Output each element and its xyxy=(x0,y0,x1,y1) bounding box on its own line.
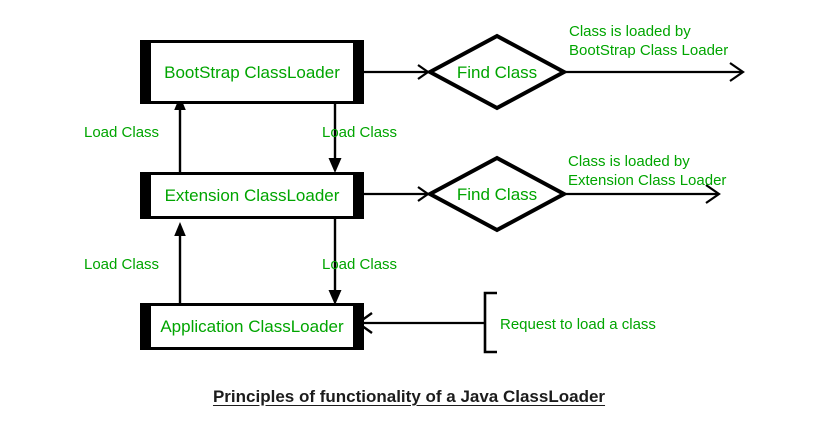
outcome-extension-result-line1: Class is loaded by xyxy=(568,153,690,170)
loader-box-bootstrap-label: BootStrap ClassLoader xyxy=(164,62,340,82)
arrow-extension-to-bootstrap xyxy=(174,96,186,172)
outcome-extension-result-line2: Extension Class Loader xyxy=(568,172,727,190)
loader-box-application-label: Application ClassLoader xyxy=(160,317,344,336)
edge-label-application-to-extension: Load Class xyxy=(84,256,160,273)
request-bracket xyxy=(483,291,497,354)
edge-label-extension-to-application: Load Class xyxy=(322,256,398,273)
loader-box-bootstrap[interactable]: BootStrap ClassLoader xyxy=(140,40,364,104)
arrow-request-to-application xyxy=(355,312,485,334)
loader-box-extension-label: Extension ClassLoader xyxy=(164,186,340,205)
decision-label-bootstrap: Find Class xyxy=(456,63,538,82)
arrow-extension-to-application xyxy=(328,218,342,305)
edge-label-bootstrap-to-extension: Load Class xyxy=(322,124,398,141)
outcome-extension-result: Class is loaded by Extension Class Loade… xyxy=(568,152,726,190)
arrow-extension-result xyxy=(564,184,721,204)
decision-label-extension: Find Class xyxy=(456,185,538,204)
diagram-caption: Principles of functionality of a Java Cl… xyxy=(212,387,606,406)
outcome-bootstrap-result-line1: Class is loaded by xyxy=(569,23,691,40)
outcome-bootstrap-result-line2: BootStrap Class Loader xyxy=(569,42,729,60)
arrow-extension-to-find-class xyxy=(364,186,430,202)
arrow-application-to-extension xyxy=(174,222,186,304)
loader-box-extension[interactable]: Extension ClassLoader xyxy=(140,172,364,219)
arrow-bootstrap-to-find-class xyxy=(364,64,430,80)
edge-label-extension-to-bootstrap: Load Class xyxy=(84,124,160,141)
request-note-label: Request to load a class xyxy=(500,316,656,333)
arrow-bootstrap-result xyxy=(564,62,745,82)
outcome-bootstrap-result: Class is loaded by BootStrap Class Loade… xyxy=(569,22,728,60)
arrow-bootstrap-to-extension xyxy=(328,98,342,173)
loader-box-application[interactable]: Application ClassLoader xyxy=(140,303,364,350)
